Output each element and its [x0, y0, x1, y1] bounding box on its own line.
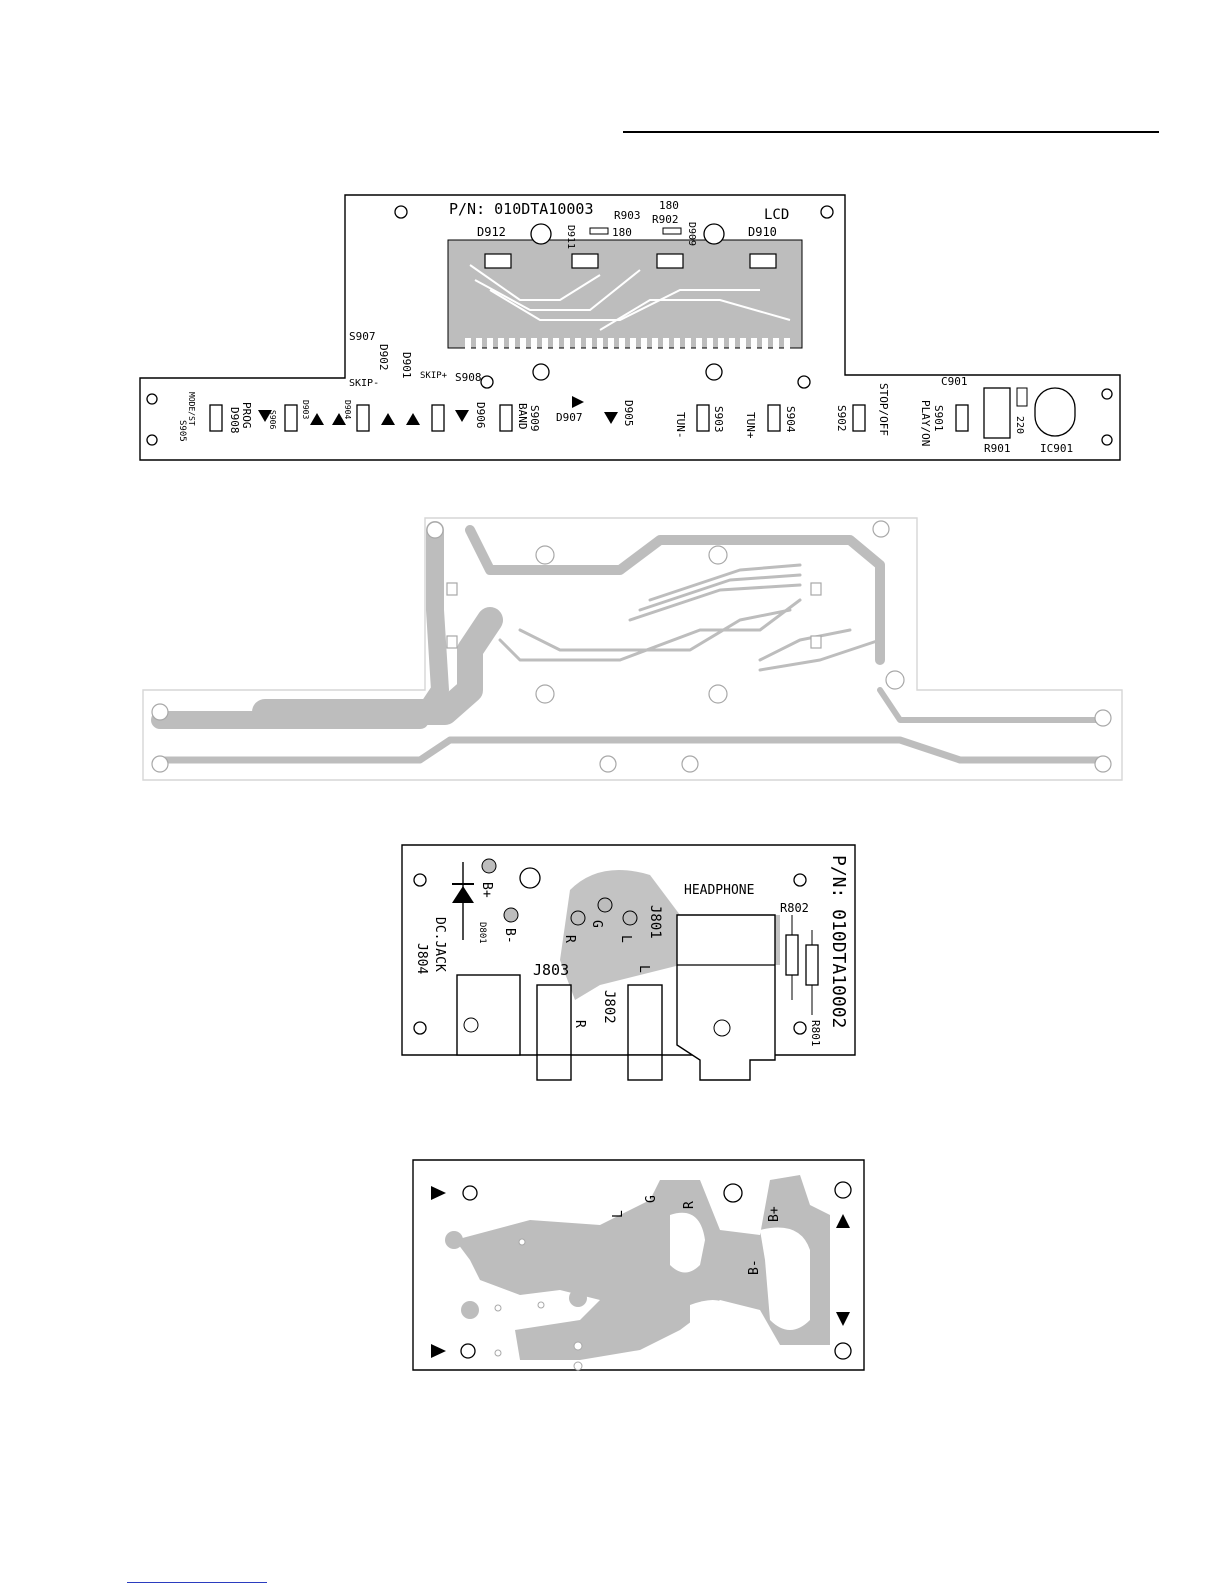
r801-label: R801 — [809, 1020, 822, 1047]
headphone-label: HEADPHONE — [684, 883, 754, 898]
jack-board-component-side: P/N: 010DTA10002 HEADPHONE B+ B- D801 DC… — [401, 844, 856, 1081]
r903-value: 180 — [612, 226, 632, 239]
d910-label: D910 — [748, 225, 777, 239]
s909-label: S909 — [528, 405, 541, 432]
d904-label: D904 — [343, 400, 352, 419]
s908-label: S908 — [455, 371, 482, 384]
r802-label: R802 — [780, 901, 809, 915]
j803-label: J803 — [533, 961, 569, 979]
jack-board-copper-side: L G R B+ B- — [412, 1159, 865, 1371]
copper-r-label: R — [682, 1201, 697, 1209]
r902-label: R902 — [652, 213, 679, 226]
copper-b-minus-label: B- — [747, 1259, 762, 1275]
d901-label: D901 — [400, 352, 413, 379]
jack-part-number: P/N: 010DTA10002 — [828, 855, 849, 1028]
lcd-part-number: P/N: 010DTA10003 — [449, 200, 594, 218]
dc-jack-label: DC.JACK — [432, 917, 447, 972]
ic901-label: IC901 — [1040, 442, 1073, 455]
footer-link-underline[interactable] — [127, 1582, 267, 1583]
s906-label: S906 — [268, 410, 277, 429]
s907-label: S907 — [349, 330, 376, 343]
j801-label: J801 — [647, 905, 663, 939]
r903-label: R903 — [614, 209, 641, 222]
d907-label: D907 — [556, 411, 583, 424]
stop-off-label: STOP/OFF — [877, 383, 890, 436]
tun-minus-label: TUN- — [674, 412, 687, 439]
r-pad-label: R — [562, 935, 577, 943]
copper-l-label: L — [611, 1210, 626, 1218]
r-jack-label: R — [572, 1020, 587, 1028]
d911-label: D911 — [565, 225, 576, 249]
l-pad-label: L — [618, 935, 633, 943]
s901-label: S901 — [932, 405, 945, 432]
skip-plus-label: SKIP+ — [420, 371, 448, 381]
band-label: BAND — [516, 403, 529, 430]
b-plus-label: B+ — [479, 882, 494, 898]
copper-g-label: G — [644, 1195, 659, 1203]
g-pad-label: G — [589, 920, 604, 928]
lcd-board-component-side: P/N: 010DTA10003 LCD R903 180 180 R902 D… — [139, 194, 1121, 461]
r901-label: R901 — [984, 442, 1011, 455]
c901-label: C901 — [941, 375, 968, 388]
d902-label: D902 — [377, 344, 390, 371]
play-on-label: PLAY/ON — [919, 400, 932, 446]
d909-label: D909 — [686, 222, 697, 246]
s903-label: S903 — [712, 406, 725, 433]
skip-minus-label: SKIP- — [349, 378, 379, 389]
d912-label: D912 — [477, 225, 506, 239]
tun-plus-label: TUN+ — [744, 412, 757, 439]
b-minus-label: B- — [502, 928, 517, 944]
d908-label: D908 — [228, 407, 241, 434]
j804-label: J804 — [414, 943, 429, 974]
r902-value: 180 — [659, 199, 679, 212]
d905-label: D905 — [622, 400, 635, 427]
lcd-board-copper-side — [142, 517, 1123, 781]
s902-label: S902 — [835, 405, 848, 432]
prog-label: PROG — [240, 402, 253, 429]
d906-label: D906 — [474, 402, 487, 429]
d903-label: D903 — [301, 400, 310, 419]
r901-value: 220 — [1014, 416, 1025, 434]
mode-st-label: MODE/ST — [187, 392, 196, 426]
s905-label: S905 — [177, 420, 187, 442]
d801-label: D801 — [477, 922, 487, 944]
j802-label: J802 — [601, 990, 617, 1024]
l-jack-label: L — [636, 965, 651, 973]
copper-b-plus-label: B+ — [767, 1206, 782, 1222]
header-rule — [623, 131, 1159, 133]
s904-label: S904 — [784, 406, 797, 433]
lcd-label: LCD — [764, 207, 789, 223]
